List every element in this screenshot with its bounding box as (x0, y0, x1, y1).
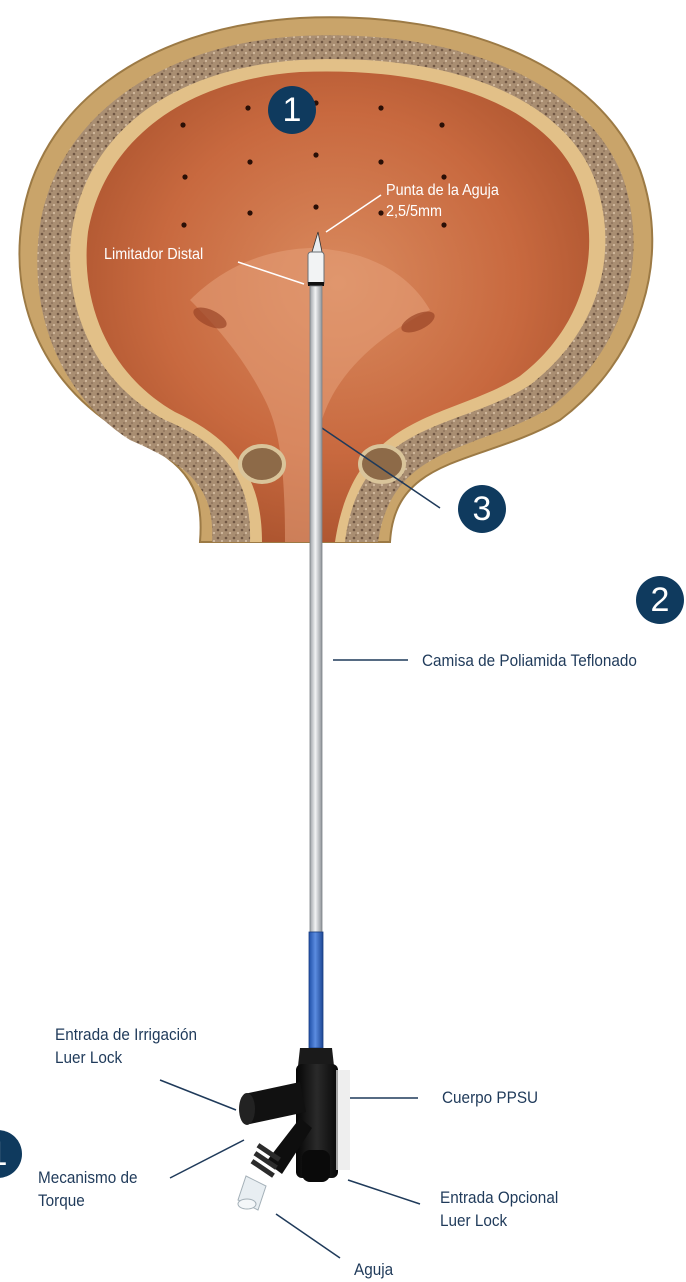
label-torque-line1: Mecanismo de (38, 1166, 138, 1189)
bone-right (360, 446, 404, 482)
label-sheath: Camisa de Poliamida Teflonado (422, 649, 637, 672)
label-torque: Mecanismo de Torque (38, 1166, 138, 1212)
label-needle: Aguja (354, 1258, 393, 1281)
distal-limiter (308, 252, 324, 286)
label-optional-line2: Luer Lock (440, 1209, 558, 1232)
distal-limiter-band (308, 282, 324, 286)
badge-3: 3 (458, 485, 506, 533)
catheter-shaft (310, 286, 322, 932)
label-torque-line2: Torque (38, 1189, 138, 1212)
badge-2: 2 (636, 576, 684, 624)
label-optional-inlet: Entrada Opcional Luer Lock (440, 1186, 558, 1232)
label-irrigation-line1: Entrada de Irrigación (55, 1023, 197, 1046)
label-needle-tip: Punta de la Aguja 2,5/5mm (386, 180, 499, 222)
label-optional-line1: Entrada Opcional (440, 1186, 558, 1209)
handle-assembly (238, 1048, 350, 1210)
label-irrigation: Entrada de Irrigación Luer Lock (55, 1023, 197, 1069)
catheter-blue-section (309, 932, 323, 1048)
label-irrigation-line2: Luer Lock (55, 1046, 197, 1069)
label-distal-limiter: Limitador Distal (104, 244, 203, 265)
label-needle-tip-line1: Punta de la Aguja (386, 180, 499, 201)
label-body: Cuerpo PPSU (442, 1086, 538, 1109)
bone-left (240, 446, 284, 482)
label-needle-tip-line2: 2,5/5mm (386, 201, 499, 222)
badge-1-top: 1 (268, 86, 316, 134)
